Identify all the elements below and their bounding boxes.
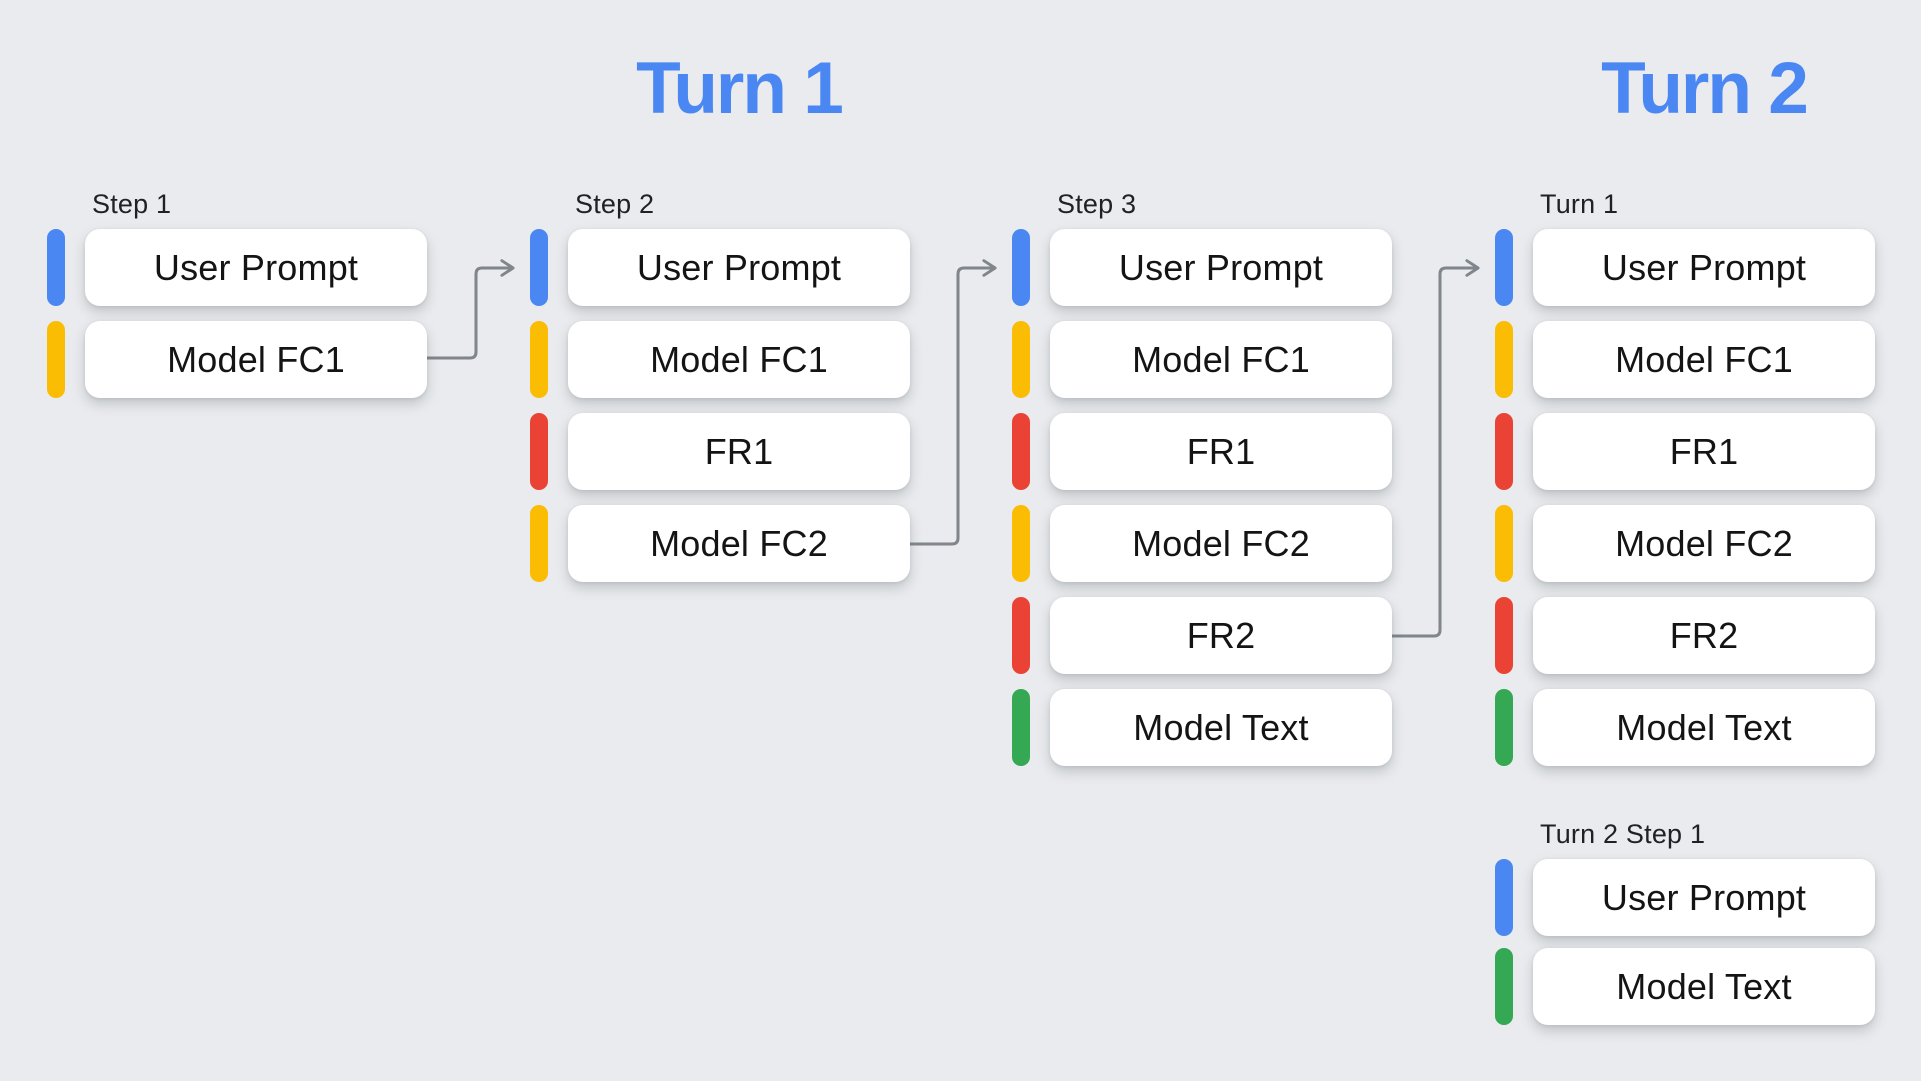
box-label: FR1	[1669, 430, 1739, 472]
message-row: Model Text	[1495, 689, 1875, 766]
message-row: FR1	[1012, 413, 1392, 490]
column-step1: Step 1 User Prompt Model FC1	[47, 190, 427, 413]
model-fc1-color-bar	[1012, 321, 1030, 398]
message-row: Model FC2	[530, 505, 910, 582]
model-fc2-color-bar	[1495, 505, 1513, 582]
column-label: Step 3	[1057, 189, 1137, 219]
message-row: User Prompt	[1495, 229, 1875, 306]
fr1-box: FR1	[568, 413, 910, 490]
box-label: Model Text	[1616, 706, 1792, 748]
user-prompt-color-bar	[1495, 229, 1513, 306]
model-fc1-box: Model FC1	[1050, 321, 1392, 398]
message-row: User Prompt	[1495, 859, 1875, 936]
box-label: User Prompt	[636, 246, 842, 288]
model-fc1-box: Model FC1	[568, 321, 910, 398]
fr2-color-bar	[1495, 597, 1513, 674]
model-fc2-color-bar	[530, 505, 548, 582]
user-prompt-color-bar	[1495, 859, 1513, 936]
model-fc2-color-bar	[1012, 505, 1030, 582]
fr1-color-bar	[530, 413, 548, 490]
user-prompt-box: User Prompt	[568, 229, 910, 306]
model-fc1-color-bar	[1495, 321, 1513, 398]
box-label: Model Text	[1616, 965, 1792, 1007]
box-label: User Prompt	[1601, 246, 1807, 288]
model-text-color-bar	[1495, 689, 1513, 766]
box-label: FR1	[704, 430, 774, 472]
box-label: User Prompt	[153, 246, 359, 288]
box-label: Model FC2	[1615, 522, 1793, 564]
model-fc2-box: Model FC2	[568, 505, 910, 582]
box-label: Model FC1	[1615, 338, 1793, 380]
box-label: User Prompt	[1118, 246, 1324, 288]
group-turn2-step1: Turn 2 Step 1 User Prompt Model Text	[1495, 820, 1875, 1037]
message-row: User Prompt	[1012, 229, 1392, 306]
fr1-color-bar	[1495, 413, 1513, 490]
message-row: User Prompt	[47, 229, 427, 306]
box-label: Model FC2	[1132, 522, 1310, 564]
arrow-step1-to-step2	[427, 259, 515, 360]
user-prompt-color-bar	[47, 229, 65, 306]
box-label: User Prompt	[1601, 876, 1807, 918]
model-text-box: Model Text	[1533, 948, 1875, 1025]
arrow-step3-to-turn2	[1392, 259, 1480, 638]
user-prompt-color-bar	[530, 229, 548, 306]
message-row: User Prompt	[530, 229, 910, 306]
message-row: Model FC1	[1495, 321, 1875, 398]
fr2-color-bar	[1012, 597, 1030, 674]
column-label: Step 1	[92, 189, 172, 219]
box-label: Model FC2	[650, 522, 828, 564]
fr2-box: FR2	[1533, 597, 1875, 674]
fr1-box: FR1	[1050, 413, 1392, 490]
message-row: Model Text	[1012, 689, 1392, 766]
message-row: FR1	[1495, 413, 1875, 490]
model-text-box: Model Text	[1533, 689, 1875, 766]
column-label: Step 2	[575, 189, 655, 219]
model-fc1-box: Model FC1	[1533, 321, 1875, 398]
box-label: FR2	[1186, 614, 1256, 656]
box-label: Model Text	[1133, 706, 1309, 748]
fr1-color-bar	[1012, 413, 1030, 490]
box-label: FR2	[1669, 614, 1739, 656]
turn1-title: Turn 1	[636, 48, 844, 129]
user-prompt-box: User Prompt	[1533, 229, 1875, 306]
message-row: Model FC1	[530, 321, 910, 398]
message-row: Model Text	[1495, 948, 1875, 1025]
box-label: Model FC1	[167, 338, 345, 380]
model-fc1-color-bar	[47, 321, 65, 398]
turn2-title: Turn 2	[1601, 48, 1809, 129]
column-label: Turn 1	[1540, 189, 1619, 219]
fr1-box: FR1	[1533, 413, 1875, 490]
user-prompt-box: User Prompt	[85, 229, 427, 306]
box-label: FR1	[1186, 430, 1256, 472]
message-row: FR1	[530, 413, 910, 490]
box-label: Model FC1	[650, 338, 828, 380]
column-step3: Step 3 User Prompt Model FC1 FR1 Model F…	[1012, 190, 1392, 781]
message-row: Model FC2	[1012, 505, 1392, 582]
user-prompt-box: User Prompt	[1050, 229, 1392, 306]
user-prompt-box: User Prompt	[1533, 859, 1875, 936]
message-row: FR2	[1012, 597, 1392, 674]
model-fc2-box: Model FC2	[1050, 505, 1392, 582]
model-text-box: Model Text	[1050, 689, 1392, 766]
column-label: Turn 2 Step 1	[1540, 819, 1706, 849]
message-row: Model FC2	[1495, 505, 1875, 582]
column-step2: Step 2 User Prompt Model FC1 FR1 Model F…	[530, 190, 910, 597]
model-fc2-box: Model FC2	[1533, 505, 1875, 582]
model-text-color-bar	[1495, 948, 1513, 1025]
model-text-color-bar	[1012, 689, 1030, 766]
message-row: Model FC1	[47, 321, 427, 398]
message-row: FR2	[1495, 597, 1875, 674]
model-fc1-box: Model FC1	[85, 321, 427, 398]
user-prompt-color-bar	[1012, 229, 1030, 306]
fr2-box: FR2	[1050, 597, 1392, 674]
column-turn1-history: Turn 1 User Prompt Model FC1 FR1 Model F…	[1495, 190, 1875, 781]
model-fc1-color-bar	[530, 321, 548, 398]
arrow-step2-to-step3	[909, 259, 997, 546]
message-row: Model FC1	[1012, 321, 1392, 398]
box-label: Model FC1	[1132, 338, 1310, 380]
